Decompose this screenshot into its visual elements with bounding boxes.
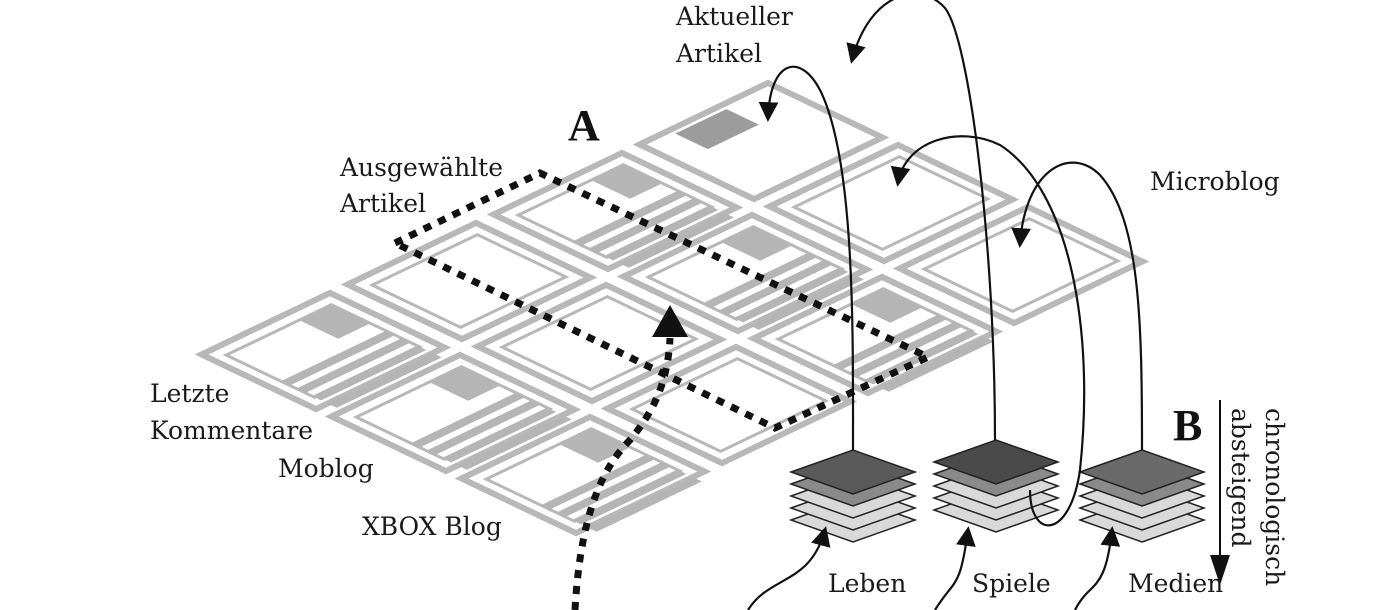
tile-selected-1 (340, 219, 598, 343)
label-aktueller-artikel-1: Aktueller (675, 2, 793, 31)
tile-microblog-top (762, 141, 1020, 265)
arrow-leben-to-article (758, 65, 855, 451)
label-letzte-2: Kommentare (150, 416, 313, 445)
tile-selected-3 (600, 343, 858, 467)
label-chronologisch: chronologisch (1260, 408, 1289, 586)
stack-medien (1077, 449, 1207, 543)
tile-microblog (892, 203, 1150, 327)
tile-selected-2 (470, 281, 728, 405)
stack-leben (788, 449, 918, 543)
arrow-in-spiele (934, 526, 976, 610)
label-medien: Medien (1128, 569, 1223, 598)
arrow-in-leben (747, 526, 831, 610)
label-spiele: Spiele (972, 569, 1051, 598)
label-xbox-blog: XBOX Blog (362, 512, 502, 541)
label-microblog: Microblog (1150, 167, 1280, 196)
chronological-axis-arrowhead (1210, 555, 1230, 585)
category-stacks (788, 439, 1207, 543)
reader-path-arrowhead (652, 305, 688, 337)
arrow-spiele-to-current (846, 0, 997, 441)
arrow-medien-to-microblog (1011, 161, 1144, 451)
label-aktueller-artikel-2: Artikel (675, 39, 762, 68)
label-absteigend: absteigend (1226, 408, 1255, 547)
tile-aktueller-artikel (632, 79, 890, 203)
label-ausgewaehlte-2: Artikel (339, 189, 426, 218)
marker-a: A (568, 101, 600, 150)
arrow-spiele-to-right (890, 135, 1086, 527)
label-letzte-1: Letzte (150, 379, 229, 408)
flow-arrows (747, 0, 1144, 610)
selected-articles-outline (386, 169, 937, 432)
label-leben: Leben (828, 569, 906, 598)
tile-moblog (324, 351, 582, 475)
marker-b: B (1173, 401, 1202, 450)
label-ausgewaehlte-1: Ausgewählte (339, 153, 503, 182)
arrow-in-medien (1074, 526, 1121, 610)
tile-letzte-kommentare (194, 289, 452, 413)
reader-path-arrow (571, 337, 674, 610)
label-moblog: Moblog (278, 454, 374, 483)
stack-spiele (931, 439, 1061, 533)
